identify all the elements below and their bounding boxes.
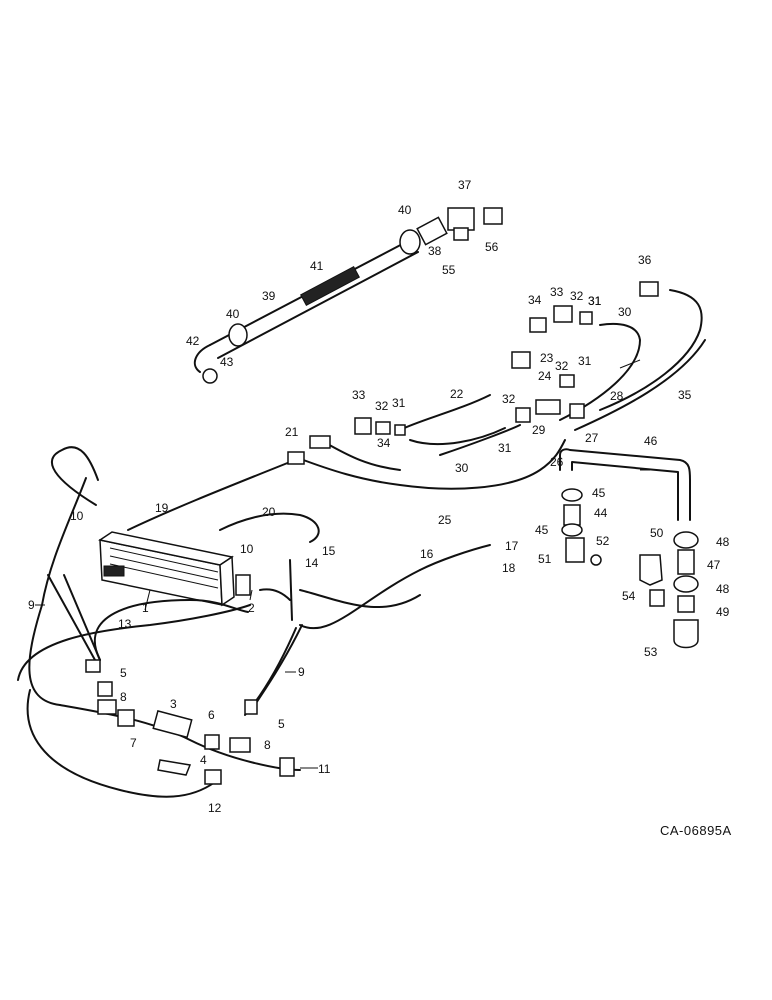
leader-lines [35,359,650,769]
callout-32a: 32 [570,289,584,303]
callout-13: 13 [118,617,132,631]
upper-hose-run [399,289,706,521]
callout-32b: 32 [555,359,569,373]
callout-30b: 30 [455,461,469,475]
lower-fittings [85,659,295,785]
callout-25: 25 [438,513,452,527]
callout-11: 11 [318,762,331,776]
callout-10b: 10 [240,542,254,556]
callout-36: 36 [638,253,652,267]
callout-46: 46 [644,434,658,448]
callout-49: 49 [716,605,730,619]
callout-33a: 33 [550,285,564,299]
callout-4: 4 [200,753,207,767]
callout-5b: 5 [278,717,285,731]
callout-9a: 9 [28,598,35,612]
callout-34b: 34 [377,436,391,450]
callout-5a: 5 [120,666,127,680]
callout-37: 37 [458,178,472,192]
callout-19: 19 [155,501,169,515]
callout-40b: 40 [226,307,240,321]
callout-1: 1 [142,601,149,615]
callout-6: 6 [208,708,215,722]
callout-24: 24 [538,369,552,383]
callout-22: 22 [450,387,464,401]
callout-34a: 34 [528,293,542,307]
callout-3: 3 [170,697,177,711]
upper-right-fittings [287,281,659,465]
callout-31a: 31 [588,294,602,308]
callout-9b: 9 [298,665,305,679]
callout-8a: 8 [120,690,127,704]
callout-41: 41 [310,259,324,273]
callout-14: 14 [305,556,319,570]
callout-12: 12 [208,801,222,815]
valve-coupling-group [561,488,699,649]
callout-51: 51 [538,552,552,566]
callout-18: 18 [502,561,516,575]
callouts: 1 2 3 4 5 5 6 7 8 8 9 9 10 10 11 12 13 1… [28,178,730,815]
callout-30a: 30 [618,305,632,319]
callout-52: 52 [596,534,610,548]
upper-pipe-assembly [193,207,503,384]
callout-43: 43 [220,355,234,369]
callout-53: 53 [644,645,658,659]
callout-39: 39 [262,289,276,303]
callout-32c: 32 [375,399,389,413]
callout-48b: 48 [716,582,730,596]
callout-40a: 40 [398,203,412,217]
callout-31c: 31 [392,396,406,410]
callout-26: 26 [550,455,564,469]
callout-45a: 45 [592,486,606,500]
callout-31e: 31 [588,294,602,308]
callout-47: 47 [707,558,721,572]
callout-48a: 48 [716,535,730,549]
oil-cooler [98,531,251,607]
callout-56: 56 [485,240,499,254]
callout-55: 55 [442,263,456,277]
callout-31b: 31 [578,354,592,368]
callout-44: 44 [594,506,608,520]
callout-23: 23 [540,351,554,365]
callout-50: 50 [650,526,664,540]
callout-15: 15 [322,544,336,558]
callout-32d: 32 [502,392,516,406]
callout-10a: 10 [70,509,84,523]
callout-29: 29 [532,423,546,437]
callout-31d: 31 [498,441,512,455]
callout-35: 35 [678,388,692,402]
callout-20: 20 [262,505,276,519]
callout-28: 28 [610,389,624,403]
callout-16: 16 [420,547,434,561]
callout-7: 7 [130,736,137,750]
callout-45b: 45 [535,523,549,537]
callout-27: 27 [585,431,599,445]
lower-hose-loop [17,446,303,798]
callout-2: 2 [248,601,255,615]
callout-17: 17 [505,539,519,553]
document-id: CA-06895A [660,823,732,838]
callout-42: 42 [186,334,200,348]
central-hose-run [127,439,566,630]
callout-38: 38 [428,244,442,258]
callout-8b: 8 [264,738,271,752]
callout-33b: 33 [352,388,366,402]
callout-21: 21 [285,425,299,439]
callout-54: 54 [622,589,636,603]
